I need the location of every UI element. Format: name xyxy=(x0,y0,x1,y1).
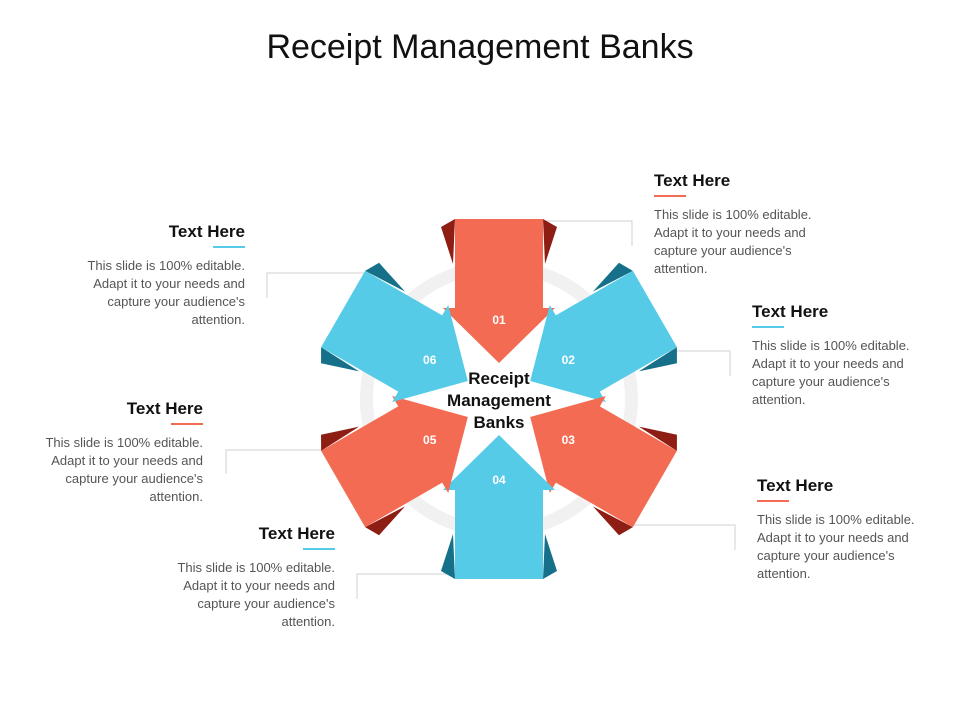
arrow-fold-right xyxy=(638,347,677,372)
callout-heading: Text Here xyxy=(654,171,731,190)
callout-heading: Text Here xyxy=(258,524,335,543)
center-label-line-2: Management xyxy=(447,391,551,410)
callout-accent xyxy=(303,548,335,550)
callout-accent xyxy=(171,423,203,425)
connector-line-3 xyxy=(634,524,736,550)
arrow-fold-left xyxy=(441,219,455,264)
callout-body: This slide is 100% editable. Adapt it to… xyxy=(654,207,812,276)
arrow-01: 01 xyxy=(441,219,557,363)
arrow-number-06: 06 xyxy=(423,353,437,367)
connector-line-4 xyxy=(356,573,455,599)
callout-04: Text Here This slide is 100% editable. A… xyxy=(175,523,335,631)
arrow-03: 03 xyxy=(530,396,677,536)
arrow-06: 06 xyxy=(321,262,468,402)
arrow-body xyxy=(443,219,555,363)
arrow-number-04: 04 xyxy=(492,473,506,487)
callout-05: Text Here This slide is 100% editable. A… xyxy=(43,398,203,506)
arrow-body xyxy=(321,396,468,528)
callout-heading: Text Here xyxy=(126,399,203,418)
arrow-number-02: 02 xyxy=(562,353,576,367)
callout-02: Text Here This slide is 100% editable. A… xyxy=(752,301,912,409)
arrow-number-01: 01 xyxy=(492,313,506,327)
connector-line-1 xyxy=(530,220,633,246)
connector-lines xyxy=(225,220,736,599)
callout-body: This slide is 100% editable. Adapt it to… xyxy=(87,258,245,327)
arrow-02: 02 xyxy=(530,262,677,402)
arrow-body xyxy=(443,435,555,579)
arrow-fold-right xyxy=(365,262,406,292)
arrow-number-03: 03 xyxy=(562,433,576,447)
page-title: Receipt Management Banks xyxy=(266,28,694,66)
arrow-fold-right xyxy=(592,506,633,536)
callout-accent xyxy=(757,500,789,502)
callout-06: Text Here This slide is 100% editable. A… xyxy=(85,221,245,329)
callout-body: This slide is 100% editable. Adapt it to… xyxy=(752,338,910,407)
callout-body: This slide is 100% editable. Adapt it to… xyxy=(757,512,915,581)
arrow-fold-right xyxy=(543,219,557,264)
callout-body: This slide is 100% editable. Adapt it to… xyxy=(45,435,203,504)
arrow-fold-left xyxy=(592,262,633,292)
connector-line-6 xyxy=(266,272,370,298)
callout-accent xyxy=(654,195,686,197)
arrow-fold-right xyxy=(321,426,360,451)
arrow-04: 04 xyxy=(441,435,557,579)
arrow-fold-left xyxy=(365,506,406,536)
center-label-line-3: Banks xyxy=(473,413,524,432)
arrow-fold-left xyxy=(543,534,557,579)
callout-01: Text Here This slide is 100% editable. A… xyxy=(654,170,814,278)
arrow-fold-right xyxy=(441,534,455,579)
callout-accent xyxy=(752,326,784,328)
arrow-body xyxy=(321,270,468,402)
arrow-group: 01 02 03 04 05 06 xyxy=(321,219,677,579)
callout-03: Text Here This slide is 100% editable. A… xyxy=(757,475,917,583)
arrow-05: 05 xyxy=(321,396,468,536)
arrow-body xyxy=(530,270,677,402)
callout-heading: Text Here xyxy=(752,302,829,321)
callout-accent xyxy=(213,246,245,248)
arrow-body xyxy=(530,396,677,528)
arrow-fold-left xyxy=(638,426,677,451)
callout-heading: Text Here xyxy=(168,222,245,241)
callout-body: This slide is 100% editable. Adapt it to… xyxy=(177,560,335,629)
arrow-fold-left xyxy=(321,347,360,372)
arrow-number-05: 05 xyxy=(423,433,437,447)
connector-line-5 xyxy=(225,449,330,474)
callout-heading: Text Here xyxy=(757,476,834,495)
connector-line-2 xyxy=(670,350,731,376)
center-label-line-1: Receipt xyxy=(468,369,530,388)
